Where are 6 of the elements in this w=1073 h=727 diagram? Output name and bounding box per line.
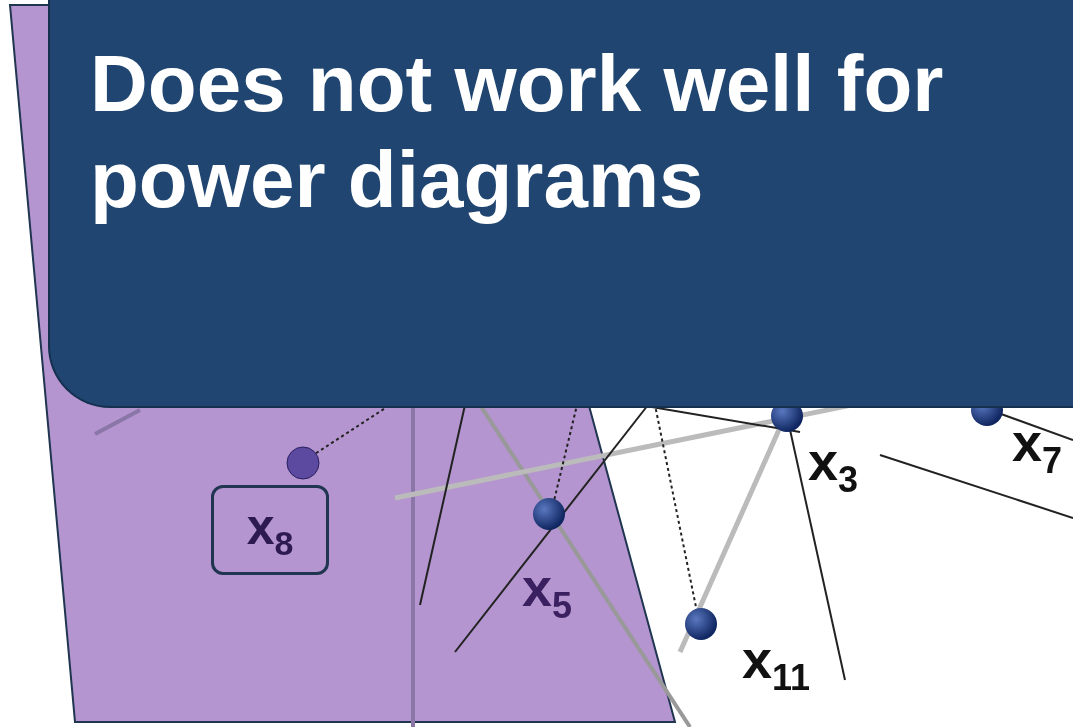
- slide-title: Does not work well for power diagrams: [90, 38, 945, 226]
- label-box: x$_{8}$: [211, 485, 329, 575]
- point-label: x$_{7}$: [1012, 415, 1063, 479]
- point-label: x$_{5}$: [522, 560, 573, 624]
- point-label: x$_{11}$: [742, 632, 811, 696]
- point-label: x$_{3}$: [808, 434, 859, 498]
